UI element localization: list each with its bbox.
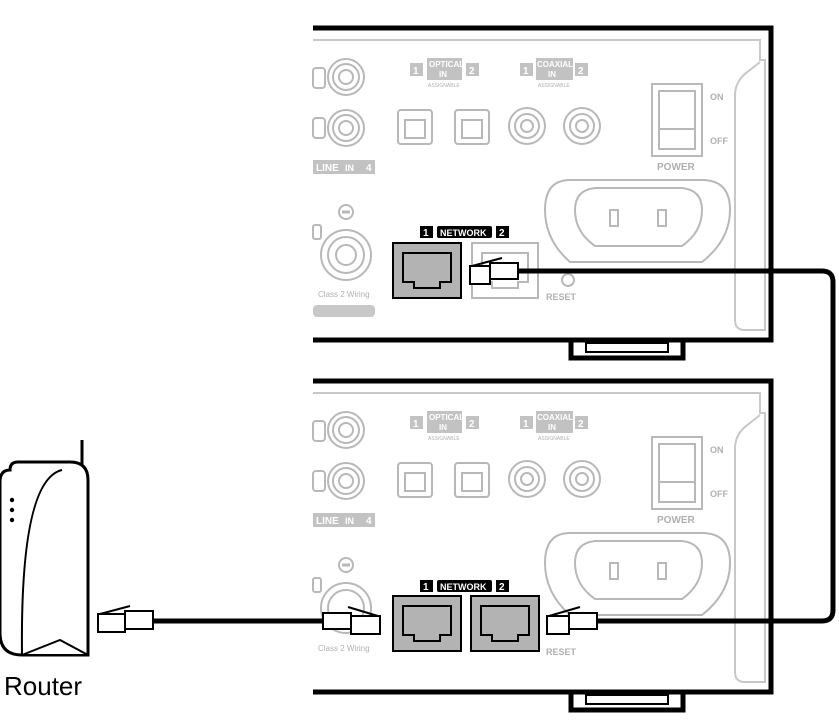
bottom-coaxial-n2: 2 — [578, 419, 584, 430]
top-on-label: ON — [710, 92, 724, 102]
bottom-port2-plug-icon — [546, 606, 598, 635]
top-coaxial-n2: 2 — [578, 66, 584, 77]
bottom-unit-foot — [568, 692, 686, 713]
bottom-line-in-num: 4 — [366, 516, 372, 527]
bottom-optical-sub: ASSIGNABLE — [428, 436, 460, 442]
top-coaxial-jacks — [508, 107, 601, 145]
top-coaxial-n1: 1 — [523, 66, 529, 77]
bottom-unit-chassis — [313, 378, 774, 695]
top-line-in-in: IN — [345, 163, 354, 173]
bottom-reset-label: RESET — [546, 647, 577, 657]
bottom-ac-inlet — [543, 532, 732, 616]
bottom-off-label: OFF — [710, 489, 728, 499]
top-unit-foot — [568, 340, 686, 361]
top-optical-n2: 2 — [469, 66, 475, 77]
bottom-unit-rear-panel: L R LINE IN 4 Class 2 Wiring 1 2 OPTICAL… — [312, 378, 774, 713]
top-optical-sub: ASSIGNABLE — [428, 83, 460, 89]
bottom-coaxial-in: IN — [548, 423, 556, 432]
top-coaxial-sub: ASSIGNABLE — [538, 83, 570, 89]
bottom-line-in-in: IN — [345, 516, 354, 526]
bottom-network-block: 1 NETWORK 2 RESET — [392, 580, 577, 657]
top-line-in-label: LINE — [316, 163, 339, 174]
router-icon — [0, 440, 90, 657]
top-optical-in: IN — [439, 70, 447, 79]
bottom-optical-in: IN — [439, 423, 447, 432]
bottom-wiring-label: Class 2 Wiring — [318, 644, 370, 653]
bottom-power-label: POWER — [657, 515, 696, 526]
top-line-in-rca — [312, 58, 365, 147]
bottom-optical-n1: 1 — [413, 419, 419, 430]
top-speaker-terminal — [312, 204, 375, 317]
bottom-network-n2: 2 — [499, 582, 505, 593]
bottom-coaxial-group: 1 2 COAXIAL IN ASSIGNABLE — [508, 411, 601, 498]
top-network-block: 1 NETWORK 2 RESET — [392, 226, 577, 302]
bottom-on-label: ON — [710, 445, 724, 455]
router-label: Router — [4, 671, 82, 701]
top-optical-label: OPTICAL — [429, 60, 464, 69]
top-line-in-num: 4 — [366, 163, 372, 174]
bottom-coaxial-label: COAXIAL — [537, 413, 573, 422]
top-port2-plug-icon — [469, 257, 519, 285]
top-ac-inlet — [543, 179, 732, 263]
bottom-power-switch — [651, 436, 703, 510]
top-network-n1: 1 — [423, 228, 429, 239]
bottom-network-port-1 — [392, 595, 462, 652]
top-network-port-1 — [392, 242, 462, 299]
top-coaxial-group: 1 2 COAXIAL IN ASSIGNABLE — [508, 58, 601, 145]
top-network-label: NETWORK — [440, 228, 487, 238]
top-l-label: L — [315, 73, 322, 85]
top-optical-group: 1 2 OPTICAL IN ASSIGNABLE — [397, 58, 490, 145]
bottom-optical-label: OPTICAL — [429, 413, 464, 422]
top-r-label: R — [314, 123, 322, 135]
bottom-network-label: NETWORK — [440, 582, 487, 592]
bottom-r-label: R — [314, 476, 322, 488]
top-optical-jacks — [397, 109, 490, 145]
bottom-line-in-rca — [312, 411, 365, 500]
ethernet-cable-top-to-bottom — [518, 268, 836, 624]
bottom-coaxial-sub: ASSIGNABLE — [538, 436, 570, 442]
bottom-coaxial-n1: 1 — [523, 419, 529, 430]
top-off-label: OFF — [710, 136, 728, 146]
top-network-n2: 2 — [499, 228, 505, 239]
bottom-l-label: L — [315, 426, 322, 438]
bottom-optical-group: 1 2 OPTICAL IN ASSIGNABLE — [397, 411, 490, 498]
top-power-switch — [651, 83, 703, 157]
bottom-line-in-label: LINE — [316, 516, 339, 527]
bottom-coaxial-jacks — [508, 460, 601, 498]
top-coaxial-in: IN — [548, 70, 556, 79]
top-unit-rear-panel: L R LINE IN 4 Class 2 Wiring 1 2 OPTICAL… — [312, 25, 774, 361]
top-reset-label: RESET — [546, 292, 577, 302]
top-power-label: POWER — [657, 162, 696, 173]
router-plug-icon — [97, 605, 154, 633]
bottom-optical-n2: 2 — [469, 419, 475, 430]
top-coaxial-label: COAXIAL — [537, 60, 573, 69]
bottom-port1-plug-icon — [322, 606, 381, 635]
bottom-network-n1: 1 — [423, 582, 429, 593]
bottom-network-port-2 — [470, 595, 540, 652]
top-unit-chassis — [313, 25, 774, 343]
top-wiring-label: Class 2 Wiring — [318, 290, 370, 299]
top-optical-n1: 1 — [413, 66, 419, 77]
bottom-optical-jacks — [397, 462, 490, 498]
